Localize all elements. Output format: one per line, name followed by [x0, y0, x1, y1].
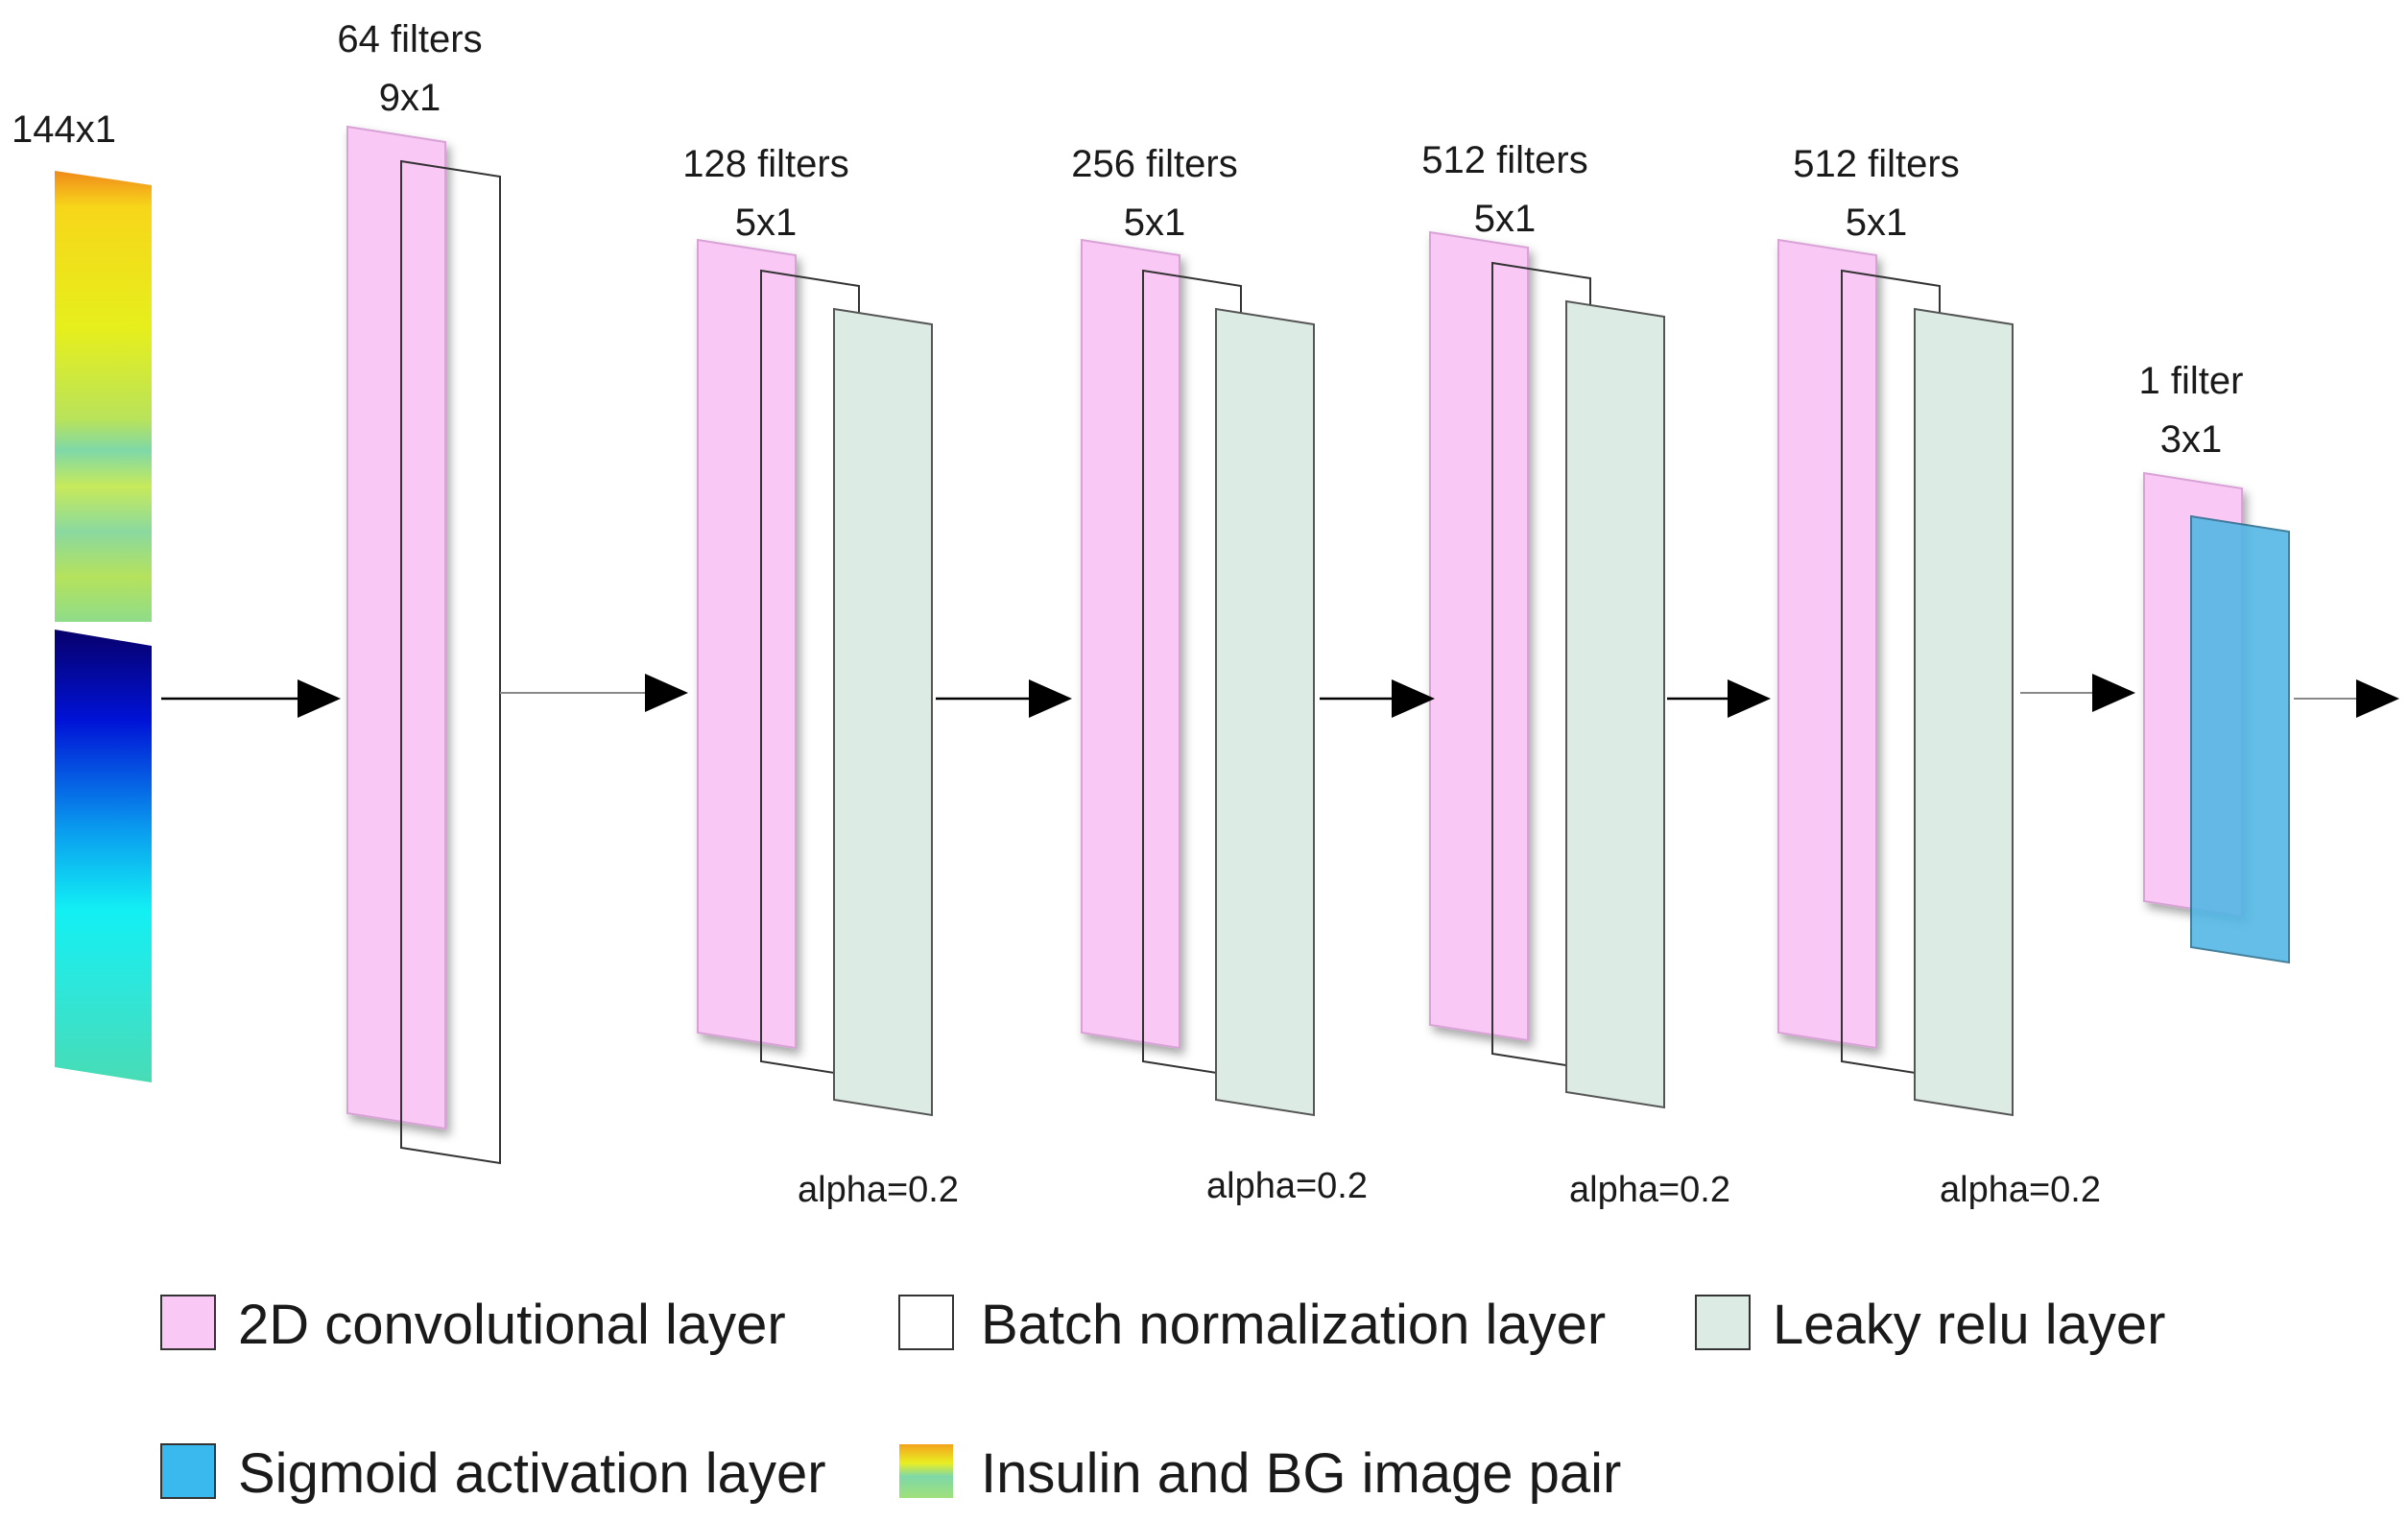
bg-image [55, 630, 152, 1082]
arrowhead-icon [298, 679, 341, 718]
block-5-kernel: 5x1 [1846, 202, 1908, 244]
arrowhead-icon [1029, 679, 1072, 718]
block-3-kernel: 5x1 [1124, 202, 1186, 244]
arrowhead-icon [1392, 679, 1435, 718]
block-1-filters: 64 filters [337, 18, 482, 60]
legend-label-leaky: Leaky relu layer [1773, 1294, 2165, 1356]
block-3-alpha: alpha=0.2 [1206, 1166, 1368, 1206]
conv-block-4: 512 filters 5x1 alpha=0.2 [1421, 139, 1730, 1210]
block-4-kernel: 5x1 [1474, 198, 1537, 240]
arrowhead-icon [1728, 679, 1771, 718]
block-1-kernel: 9x1 [379, 77, 441, 119]
leaky-relu-layer [1215, 307, 1315, 1117]
conv-layer [346, 125, 446, 1130]
input-image-pair: 144x1 [12, 108, 152, 1082]
block-2-filters: 128 filters [682, 143, 848, 185]
legend-label-pair: Insulin and BG image pair [981, 1442, 1621, 1505]
leaky-relu-layer [833, 307, 933, 1117]
legend-swatch-pair [899, 1444, 953, 1498]
conv-block-5: 512 filters 5x1 alpha=0.2 [1777, 143, 2101, 1210]
block-5-filters: 512 filters [1793, 143, 1959, 185]
block-2-kernel: 5x1 [735, 202, 798, 244]
block-4-alpha: alpha=0.2 [1569, 1170, 1730, 1210]
conv-block-2: 128 filters 5x1 alpha=0.2 [682, 143, 959, 1210]
legend-label-sigmoid: Sigmoid activation layer [238, 1442, 826, 1505]
legend-label-conv: 2D convolutional layer [238, 1294, 786, 1356]
connections [161, 674, 2399, 718]
conv-layer [1081, 238, 1180, 1050]
conv-layer [1777, 238, 1877, 1050]
batchnorm-layer [400, 159, 501, 1165]
block-6-kernel: 3x1 [2160, 418, 2223, 461]
conv-layer [1429, 230, 1529, 1042]
legend-swatch-batchnorm [898, 1295, 954, 1350]
legend-swatch-conv [160, 1295, 216, 1350]
leaky-relu-layer [1565, 299, 1665, 1109]
sigmoid-layer [2190, 514, 2290, 964]
block-3-filters: 256 filters [1071, 143, 1237, 185]
block-2-alpha: alpha=0.2 [798, 1170, 959, 1210]
conv-layer [697, 238, 797, 1050]
block-4-filters: 512 filters [1421, 139, 1587, 181]
input-size-label: 144x1 [12, 108, 116, 151]
arrowhead-icon [2092, 674, 2135, 712]
legend: 2D convolutional layer Batch normalizati… [160, 1294, 2165, 1505]
arrowhead-icon [645, 674, 688, 712]
leaky-relu-layer [1914, 307, 2014, 1117]
arrowhead-icon [2356, 679, 2399, 718]
legend-swatch-leaky [1695, 1295, 1751, 1350]
block-5-alpha: alpha=0.2 [1940, 1170, 2101, 1210]
legend-label-batchnorm: Batch normalization layer [981, 1294, 1606, 1356]
insulin-image [55, 171, 152, 622]
conv-block-3: 256 filters 5x1 alpha=0.2 [1071, 143, 1368, 1206]
output-block: 1 filter 3x1 [2139, 360, 2290, 964]
conv-block-1: 64 filters 9x1 [337, 18, 501, 1165]
legend-swatch-sigmoid [160, 1443, 216, 1499]
block-6-filters: 1 filter [2139, 360, 2244, 402]
